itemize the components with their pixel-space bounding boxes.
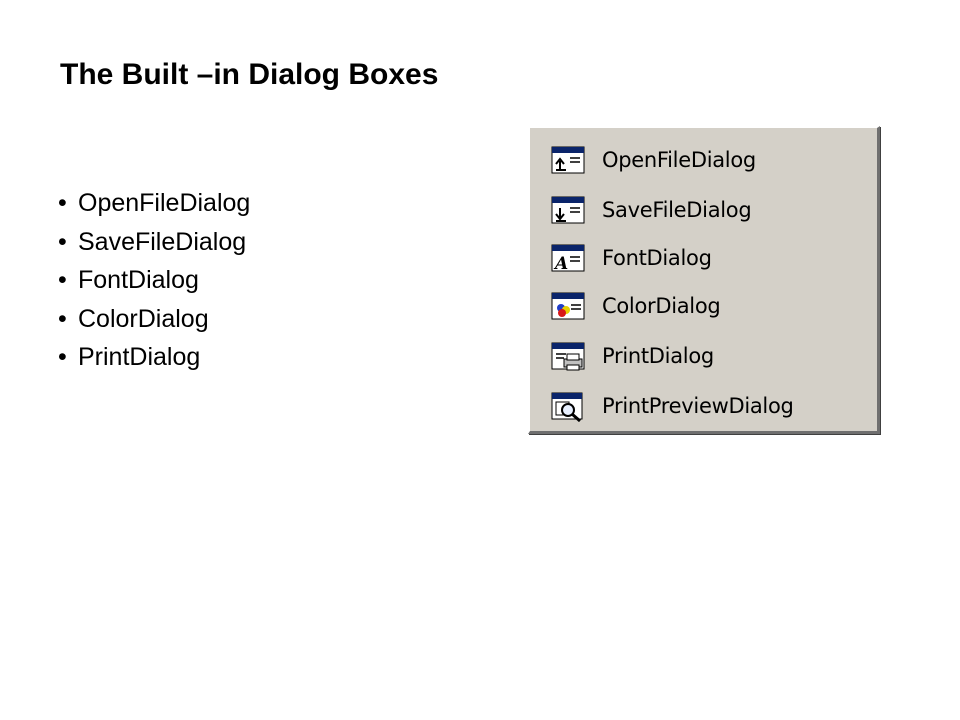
bullet-item: • PrintDialog (58, 338, 250, 377)
toolbox-dialogs-panel: OpenFileDialog SaveFileDialog A FontDial… (528, 126, 880, 434)
color-dialog-icon (551, 292, 585, 320)
print-preview-dialog-icon (551, 392, 583, 422)
toolbox-item-color-dialog[interactable]: ColorDialog (550, 290, 721, 322)
bullet-glyph: • (58, 227, 67, 256)
bullet-list: • OpenFileDialog • SaveFileDialog • FontDia… (58, 184, 250, 377)
toolbox-item-label: OpenFileDialog (602, 148, 756, 172)
open-file-dialog-icon (551, 146, 585, 174)
font-dialog-icon: A (551, 244, 585, 274)
bullet-text: PrintDialog (78, 343, 201, 371)
bullet-glyph: • (58, 343, 67, 371)
toolbox-item-label: PrintPreviewDialog (602, 394, 794, 418)
toolbox-item-label: PrintDialog (602, 344, 714, 368)
svg-text:A: A (553, 254, 568, 274)
bullet-item: • ColorDialog (58, 300, 250, 339)
toolbox-item-print-preview-dialog[interactable]: PrintPreviewDialog (550, 390, 794, 422)
toolbox-item-font-dialog[interactable]: A FontDialog (550, 242, 712, 274)
bullet-text: SaveFileDialog (78, 227, 247, 256)
print-dialog-icon (551, 342, 585, 371)
bullet-glyph: • (58, 304, 67, 333)
bullet-item: • FontDialog (58, 261, 250, 300)
bullet-text: ColorDialog (78, 304, 209, 333)
bullet-text: FontDialog (78, 266, 199, 294)
bullet-glyph: • (58, 189, 67, 217)
toolbox-item-label: ColorDialog (602, 294, 721, 318)
toolbox-item-save-file-dialog[interactable]: SaveFileDialog (550, 194, 752, 226)
bullet-item: • OpenFileDialog (58, 184, 250, 223)
bullet-text: OpenFileDialog (78, 189, 251, 217)
bullet-glyph: • (58, 266, 67, 294)
toolbox-item-print-dialog[interactable]: PrintDialog (550, 340, 714, 372)
toolbox-item-label: SaveFileDialog (602, 198, 752, 222)
toolbox-item-open-file-dialog[interactable]: OpenFileDialog (550, 144, 756, 176)
toolbox-item-label: FontDialog (602, 246, 712, 270)
save-file-dialog-icon (551, 196, 585, 224)
bullet-item: • SaveFileDialog (58, 223, 250, 262)
slide-title: The Built –in Dialog Boxes (60, 58, 439, 91)
